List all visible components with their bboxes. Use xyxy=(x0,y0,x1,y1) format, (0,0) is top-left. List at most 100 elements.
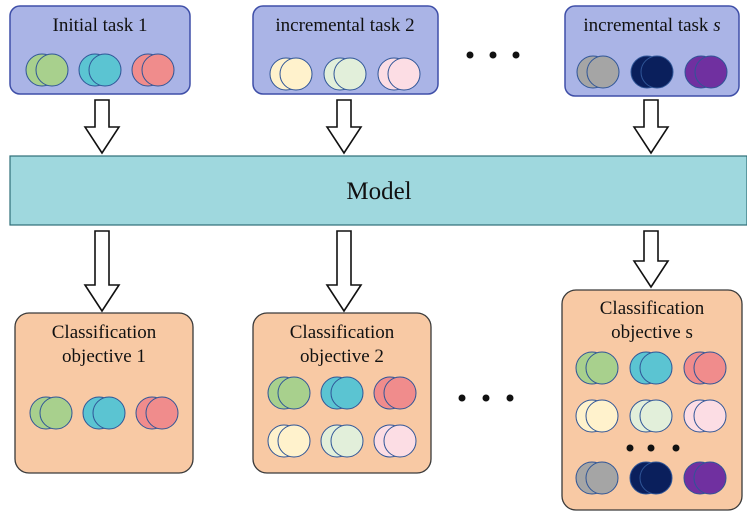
objective-box-s-circles xyxy=(575,351,727,495)
ellipsis-dot xyxy=(482,394,490,402)
ellipsis-dot xyxy=(458,394,466,402)
input-arrows xyxy=(83,99,670,155)
cream-circle xyxy=(277,424,311,458)
red-circle-pair xyxy=(373,376,417,410)
cyan-circle-pair xyxy=(78,53,122,87)
arrow-model-to-objectives xyxy=(632,230,670,289)
mint-circle-pair xyxy=(629,399,673,433)
task-box-s-title-main: incremental task xyxy=(583,15,713,36)
green-circle-pair xyxy=(575,351,619,385)
objective-box-2-title-line1: Classification xyxy=(290,322,395,343)
cyan-circle xyxy=(639,351,673,385)
objective-box-s-title-line2: objective s xyxy=(611,322,693,343)
cream-circle-pair xyxy=(269,57,313,91)
pink-circle xyxy=(383,424,417,458)
task-box-s-circles xyxy=(576,55,728,89)
green-circle-pair xyxy=(267,376,311,410)
model-block: Model xyxy=(9,155,747,226)
purple-circle-pair xyxy=(684,55,728,89)
arrow-tasks-to-model xyxy=(632,99,670,155)
task-box-2: incremental task 2 xyxy=(252,5,439,95)
bottom-ellipsis xyxy=(458,394,514,402)
mint-circle xyxy=(639,399,673,433)
red-circle xyxy=(141,53,175,87)
navy-circle xyxy=(639,461,673,495)
green-circle-pair xyxy=(25,53,69,87)
ellipsis-dot xyxy=(466,51,474,59)
red-circle-pair xyxy=(135,396,179,430)
arrow-task1-to-model xyxy=(83,99,121,155)
green-circle xyxy=(585,351,619,385)
model-bar xyxy=(9,155,747,226)
pink-circle xyxy=(693,399,727,433)
cream-circle-pair xyxy=(575,399,619,433)
objective-box-1: Classification objective 1 xyxy=(14,312,194,474)
cyan-circle-pair xyxy=(629,351,673,385)
purple-circle xyxy=(693,461,727,495)
task-box-1-title: Initial task 1 xyxy=(53,15,148,36)
mint-circle xyxy=(330,424,364,458)
pink-circle-pair xyxy=(683,399,727,433)
top-ellipsis xyxy=(466,51,520,59)
ellipsis-dot xyxy=(506,394,514,402)
purple-circle-pair xyxy=(683,461,727,495)
ellipsis-dot xyxy=(489,51,497,59)
red-circle xyxy=(145,396,179,430)
task-box-s-title-italic: s xyxy=(713,15,720,36)
navy-circle xyxy=(640,55,674,89)
task-box-1: Initial task 1 xyxy=(9,5,191,95)
task-box-1-circles xyxy=(25,53,175,87)
ellipsis-dot xyxy=(647,444,655,452)
red-circle-pair xyxy=(683,351,727,385)
gray-circle-pair xyxy=(575,461,619,495)
arrow-task2-to-model xyxy=(325,99,363,155)
green-circle xyxy=(35,53,69,87)
green-circle xyxy=(39,396,73,430)
task-box-s-title: incremental task s xyxy=(583,15,720,36)
ellipsis-dot xyxy=(512,51,520,59)
cyan-circle-pair xyxy=(82,396,126,430)
cream-circle-pair xyxy=(267,424,311,458)
navy-circle-pair xyxy=(630,55,674,89)
cyan-circle xyxy=(88,53,122,87)
cream-circle xyxy=(279,57,313,91)
objective-box-2: Classification objective 2 xyxy=(252,312,432,474)
task-box-2-circles xyxy=(269,57,421,91)
purple-circle xyxy=(694,55,728,89)
ellipsis-dot xyxy=(672,444,680,452)
cream-circle xyxy=(585,399,619,433)
red-circle-pair xyxy=(131,53,175,87)
objective-box-s: Classification objective s xyxy=(561,289,743,511)
green-circle xyxy=(277,376,311,410)
objective-box-1-frame xyxy=(14,312,194,474)
arrow-model-to-objective2 xyxy=(325,230,363,313)
cyan-circle xyxy=(92,396,126,430)
objective-box-1-circles xyxy=(29,396,179,430)
objective-box-1-title-line1: Classification xyxy=(52,322,157,343)
output-arrows xyxy=(83,230,670,313)
task-box-s: incremental task s xyxy=(564,5,740,97)
red-circle xyxy=(383,376,417,410)
objective-box-s-title-line1: Classification xyxy=(600,298,705,319)
mint-circle-pair xyxy=(323,57,367,91)
objective-box-2-circles xyxy=(267,376,417,458)
objective-box-1-title-line2: objective 1 xyxy=(62,346,146,367)
mint-circle xyxy=(333,57,367,91)
red-circle xyxy=(693,351,727,385)
navy-circle-pair xyxy=(629,461,673,495)
pink-circle-pair xyxy=(377,57,421,91)
arrow-model-to-objective1 xyxy=(83,230,121,313)
green-circle-pair xyxy=(29,396,73,430)
ellipsis-dot xyxy=(626,444,634,452)
gray-circle xyxy=(585,461,619,495)
cyan-circle xyxy=(330,376,364,410)
model-label: Model xyxy=(346,178,411,205)
gray-circle-pair xyxy=(576,55,620,89)
objective-box-2-title-line2: objective 2 xyxy=(300,346,384,367)
gray-circle xyxy=(586,55,620,89)
pink-circle xyxy=(387,57,421,91)
mint-circle-pair xyxy=(320,424,364,458)
cyan-circle-pair xyxy=(320,376,364,410)
task-box-2-title: incremental task 2 xyxy=(275,15,414,36)
